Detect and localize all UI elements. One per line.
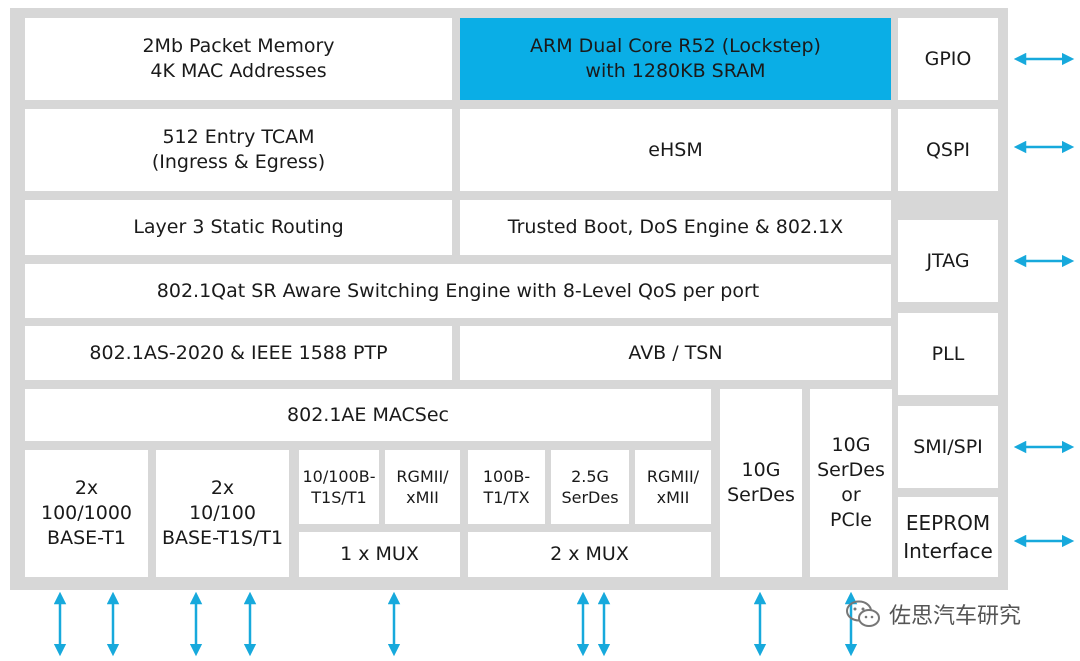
block-serdes-10g-pcie: 10G SerDes or PCIe xyxy=(810,389,892,577)
block-trusted-boot: Trusted Boot, DoS Engine & 802.1X xyxy=(460,200,891,255)
iface-smi-spi: SMI/SPI xyxy=(898,406,998,488)
block-tcam: 512 Entry TCAM (Ingress & Egress) xyxy=(25,109,452,191)
block-mux-1: 1 x MUX xyxy=(299,532,460,577)
block-macsec: 802.1AE MACSec xyxy=(25,389,711,441)
block-mux-2: 2 x MUX xyxy=(468,532,711,577)
block-base-t1s: 2x 10/100 BASE-T1S/T1 xyxy=(156,450,289,577)
block-switching-engine: 802.1Qat SR Aware Switching Engine with … xyxy=(25,264,891,318)
block-ehsm: eHSM xyxy=(460,109,891,191)
iface-pll: PLL xyxy=(898,313,998,395)
block-arm-core: ARM Dual Core R52 (Lockstep) with 1280KB… xyxy=(460,18,891,100)
block-rgmii-1: RGMII/ xMII xyxy=(385,450,460,524)
iface-eeprom: EEPROM Interface xyxy=(898,497,998,577)
iface-gpio: GPIO xyxy=(898,18,998,100)
block-rgmii-2: RGMII/ xMII xyxy=(635,450,711,524)
block-serdes-25g: 2.5G SerDes xyxy=(551,450,629,524)
watermark-text: 佐思汽车研究 xyxy=(889,604,1022,629)
block-t1s-t1: 10/100B- T1S/T1 xyxy=(299,450,379,524)
watermark: 佐思汽车研究 xyxy=(845,596,1075,632)
wechat-icon xyxy=(846,600,880,627)
block-serdes-10g: 10G SerDes xyxy=(720,389,802,577)
block-avb-tsn: AVB / TSN xyxy=(460,326,891,380)
iface-qspi: QSPI xyxy=(898,109,998,191)
iface-jtag: JTAG xyxy=(898,220,998,302)
block-t1-tx: 100B- T1/TX xyxy=(468,450,545,524)
block-packet-memory: 2Mb Packet Memory 4K MAC Addresses xyxy=(25,18,452,100)
block-base-t1-1000: 2x 100/1000 BASE-T1 xyxy=(25,450,148,577)
block-l3-routing: Layer 3 Static Routing xyxy=(25,200,452,255)
block-ptp: 802.1AS-2020 & IEEE 1588 PTP xyxy=(25,326,452,380)
